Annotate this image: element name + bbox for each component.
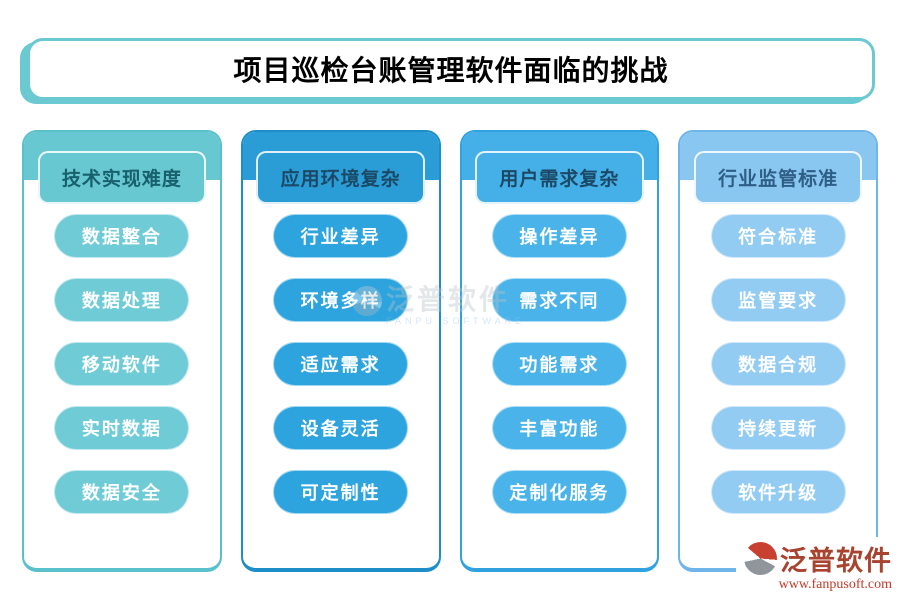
list-item: 符合标准 — [710, 214, 846, 258]
column-header: 应用环境复杂 — [256, 151, 425, 204]
list-item: 行业差异 — [273, 214, 409, 258]
list-item: 可定制性 — [273, 470, 409, 514]
list-item: 环境多样 — [273, 278, 409, 322]
brand-name: 泛普软件 — [780, 546, 892, 576]
page-title: 项目巡检台账管理软件面临的挑战 — [233, 55, 669, 86]
column-industry-regulation: 行业监管标准 符合标准 监管要求 数据合规 持续更新 软件升级 — [678, 130, 878, 572]
item-list: 数据整合 数据处理 移动软件 实时数据 数据安全 — [24, 214, 220, 514]
footer-brand: 泛普软件 www.fanpusoft.com — [736, 537, 898, 595]
brand-url: www.fanpusoft.com — [778, 577, 892, 592]
list-item: 定制化服务 — [491, 470, 627, 514]
list-item: 操作差异 — [491, 214, 627, 258]
item-list: 符合标准 监管要求 数据合规 持续更新 软件升级 — [680, 214, 876, 514]
list-item: 丰富功能 — [491, 406, 627, 450]
title-box: 项目巡检台账管理软件面临的挑战 — [27, 38, 875, 100]
item-list: 行业差异 环境多样 适应需求 设备灵活 可定制性 — [243, 214, 439, 514]
list-item: 数据处理 — [54, 278, 190, 322]
challenge-columns: 技术实现难度 数据整合 数据处理 移动软件 实时数据 数据安全 应用环境复杂 行… — [22, 130, 878, 572]
column-user-needs: 用户需求复杂 操作差异 需求不同 功能需求 丰富功能 定制化服务 — [459, 130, 660, 572]
list-item: 数据合规 — [710, 342, 846, 386]
column-header: 用户需求复杂 — [475, 151, 644, 204]
fanpu-logo-icon — [744, 542, 777, 575]
list-item: 监管要求 — [710, 278, 846, 322]
column-header: 技术实现难度 — [37, 151, 207, 204]
column-technical-difficulty: 技术实现难度 数据整合 数据处理 移动软件 实时数据 数据安全 — [22, 130, 222, 572]
list-item: 设备灵活 — [273, 406, 409, 450]
list-item: 持续更新 — [710, 406, 846, 450]
item-list: 操作差异 需求不同 功能需求 丰富功能 定制化服务 — [462, 214, 658, 514]
list-item: 需求不同 — [491, 278, 627, 322]
list-item: 功能需求 — [491, 342, 627, 386]
column-header: 行业监管标准 — [693, 151, 863, 204]
list-item: 数据安全 — [54, 470, 190, 514]
list-item: 移动软件 — [54, 342, 190, 386]
list-item: 软件升级 — [710, 470, 846, 514]
list-item: 适应需求 — [273, 342, 409, 386]
list-item: 数据整合 — [54, 214, 190, 258]
list-item: 实时数据 — [54, 406, 190, 450]
column-application-environment: 应用环境复杂 行业差异 环境多样 适应需求 设备灵活 可定制性 — [240, 130, 441, 572]
